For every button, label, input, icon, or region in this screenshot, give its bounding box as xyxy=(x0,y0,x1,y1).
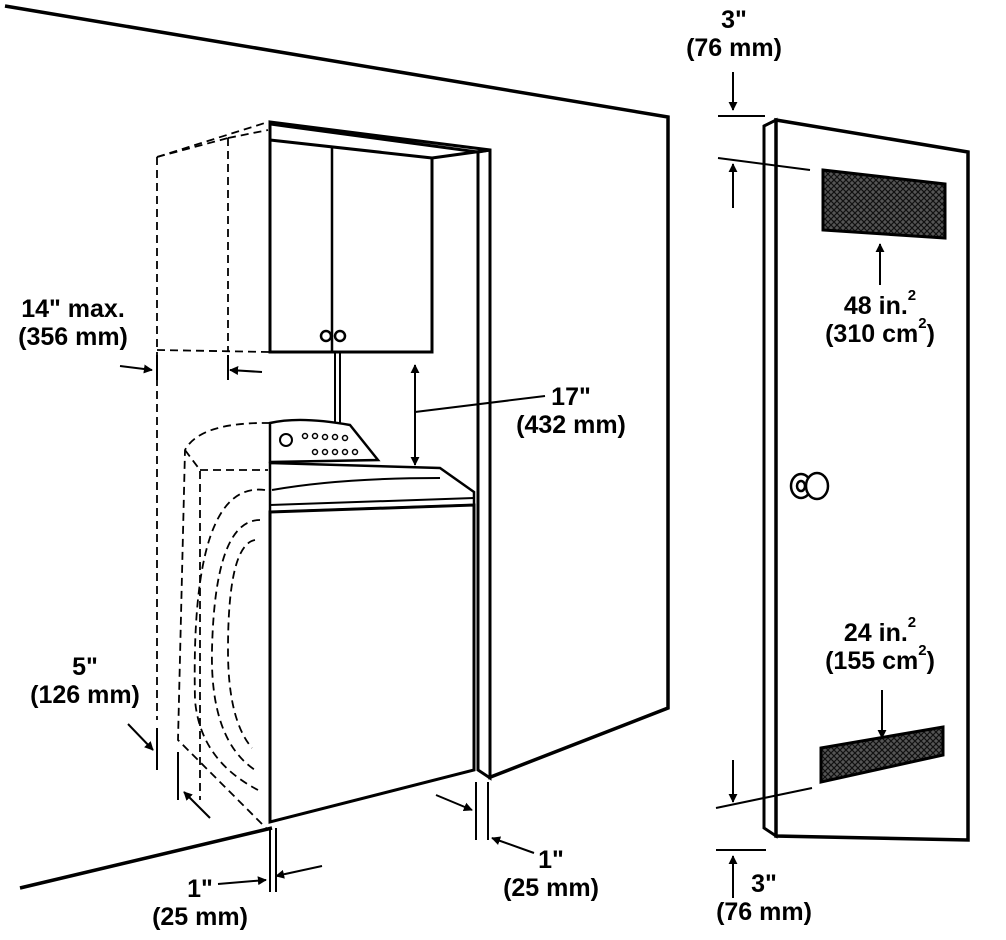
side-clearance-left-inches: 1" xyxy=(187,875,213,903)
lower-vent-area-cm-exp: 2 xyxy=(918,642,927,659)
side-clearance-right-mm: (25 mm) xyxy=(503,874,599,902)
lower-vent-area-cm: (155 cm xyxy=(825,647,919,675)
cabinet-icon xyxy=(268,122,491,425)
cabinet-depth-mm: (356 mm) xyxy=(18,323,128,351)
upper-vent-area-in-exp: 2 xyxy=(907,287,917,304)
front-clearance-mm: (126 mm) xyxy=(30,681,140,709)
door-top-clearance-label: 3" (76 mm) xyxy=(686,6,782,62)
front-clearance-label: 5" (126 mm) xyxy=(30,653,140,709)
door-bottom-clearance-inches: 3" xyxy=(751,870,777,898)
side-clearance-right-inches: 1" xyxy=(538,846,564,874)
lower-vent-area-label: 24 in.2 (155 cm2) xyxy=(825,615,935,675)
vent-grille-icon xyxy=(819,168,947,784)
front-clearance-outline xyxy=(177,422,271,831)
upper-vent-area-in: 48 in. xyxy=(843,292,908,320)
back-wall xyxy=(4,4,670,890)
upper-vent-area-cm: (310 cm xyxy=(825,320,919,348)
cabinet-clearance-label: 17" (432 mm) xyxy=(516,383,626,439)
door-bottom-clearance-label: 3" (76 mm) xyxy=(716,870,812,926)
door-bottom-clearance-mm: (76 mm) xyxy=(716,898,812,926)
cabinet-depth-label: 14" max. (356 mm) xyxy=(18,295,128,351)
upper-vent-close-paren: ) xyxy=(926,320,935,348)
dimension-arrow-icon xyxy=(119,355,546,892)
washer-icon xyxy=(268,418,476,824)
door-top-clearance-mm: (76 mm) xyxy=(686,34,782,62)
lower-vent-area-in-exp: 2 xyxy=(907,614,917,631)
door-panel xyxy=(762,117,970,842)
upper-vent-area-label: 48 in.2 (310 cm2) xyxy=(825,288,935,348)
front-clearance-inches: 5" xyxy=(72,653,98,681)
door-top-clearance-inches: 3" xyxy=(721,6,747,34)
door-knob-icon xyxy=(789,471,830,501)
cabinet-clearance-inches: 17" xyxy=(551,383,591,411)
side-clearance-left-label: 1" (25 mm) xyxy=(152,875,248,931)
side-clearance-right-label: 1" (25 mm) xyxy=(503,846,599,902)
lower-vent-area-in: 24 in. xyxy=(843,619,908,647)
cabinet-depth-inches: 14" max. xyxy=(21,295,125,323)
cabinet-max-depth-outline xyxy=(156,121,271,720)
upper-vent-area-cm-exp: 2 xyxy=(918,315,927,332)
side-clearance-left-mm: (25 mm) xyxy=(152,903,248,931)
door-dimension-lines xyxy=(715,72,887,898)
cabinet-clearance-mm: (432 mm) xyxy=(516,411,626,439)
lower-vent-close-paren: ) xyxy=(926,647,935,675)
